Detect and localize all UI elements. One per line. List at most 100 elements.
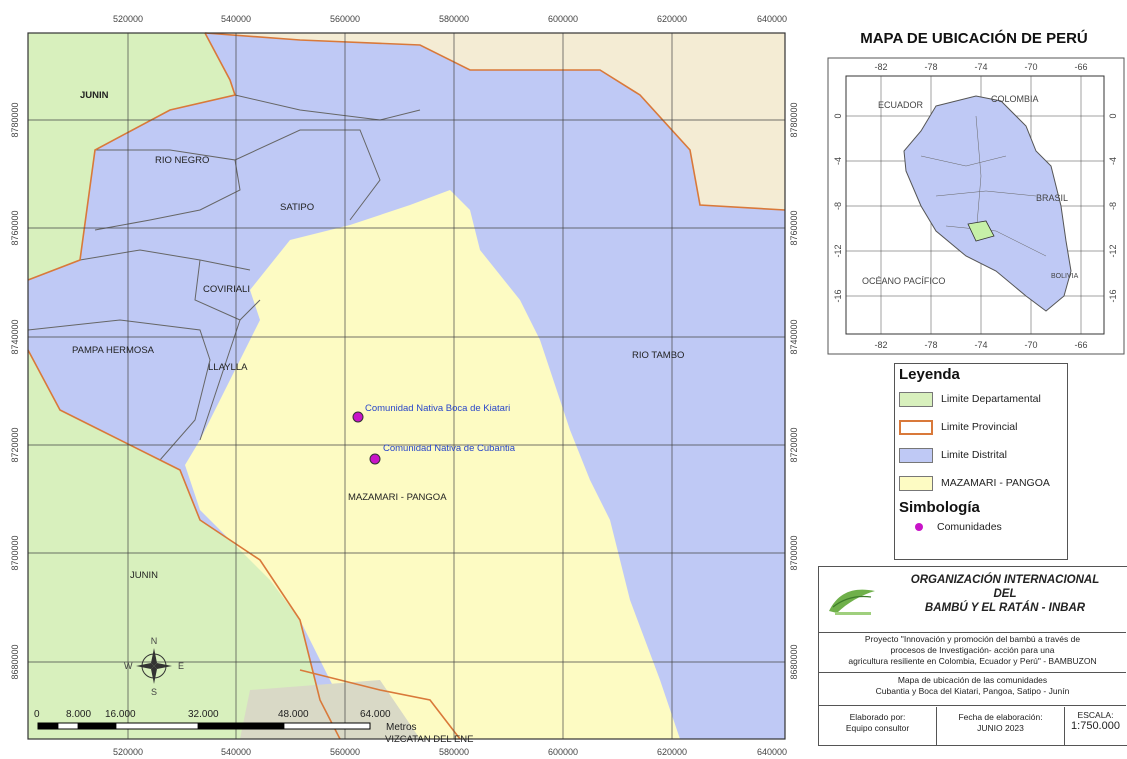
y-tick-labels-right: 8780000 8760000 8740000 8720000 8700000 … [789, 102, 799, 679]
place-label-satipo: SATIPO [280, 202, 314, 213]
x-tick-label: 640000 [757, 747, 787, 757]
place-label-coviriali: COVIRIALI [203, 284, 250, 295]
organization-box: ORGANIZACIÓN INTERNACIONAL DEL BAMBÚ Y E… [818, 566, 1127, 746]
org-name-line: DEL [993, 588, 1017, 600]
y-tick-label: 8740000 [10, 319, 20, 354]
prepared-by-cell: Elaborado por: Equipo consultor [819, 707, 937, 745]
project-line: procesos de Investigación- acción para u… [890, 645, 1055, 655]
date-cell: Fecha de elaboración: JUNIO 2023 [937, 707, 1065, 745]
svg-text:-82: -82 [874, 62, 887, 72]
map-border [27, 32, 786, 740]
date-label: Fecha de elaboración: [958, 712, 1043, 722]
x-tick-label: 540000 [221, 14, 251, 24]
project-line: agricultura resiliente en Colombia, Ecua… [848, 656, 1097, 666]
svg-text:E: E [178, 661, 184, 671]
svg-text:N: N [151, 636, 158, 646]
label-bolivia: BOLIVIA [1051, 273, 1079, 280]
svg-text:-74: -74 [974, 62, 987, 72]
legend-item-label: Limite Departamental [941, 393, 1041, 405]
svg-text:8.000: 8.000 [66, 709, 91, 720]
legend-item-label: Limite Provincial [941, 421, 1018, 433]
svg-text:32.000: 32.000 [188, 709, 219, 720]
svg-text:-66: -66 [1074, 340, 1087, 350]
community-point[interactable] [352, 411, 364, 423]
svg-text:-16: -16 [833, 289, 843, 302]
scale-cell: ESCALA: 1:750.000 [1065, 707, 1126, 745]
label-ecuador: ECUADOR [878, 100, 924, 110]
org-name: ORGANIZACIÓN INTERNACIONAL DEL BAMBÚ Y E… [887, 573, 1123, 615]
legend-box: Leyenda Limite Departamental Limite Prov… [894, 363, 1068, 560]
legend-item: Limite Distrital [899, 441, 1067, 469]
community-point[interactable] [369, 453, 381, 465]
x-tick-label: 640000 [757, 14, 787, 24]
project-description: Proyecto "Innovación y promoción del bam… [819, 634, 1126, 673]
subtitle-line: Cubantia y Boca del Kiatari, Pangoa, Sat… [875, 686, 1070, 696]
svg-text:16.000: 16.000 [105, 709, 136, 720]
svg-text:-78: -78 [924, 340, 937, 350]
svg-text:-12: -12 [833, 244, 843, 257]
north-arrow: N S E W [124, 636, 184, 697]
community-dot-icon [915, 523, 923, 531]
scale-value: 1:750.000 [1071, 720, 1120, 732]
x-tick-labels-top: 520000 540000 560000 580000 600000 62000… [113, 14, 787, 24]
legend-item-label: MAZAMARI - PANGOA [941, 477, 1050, 489]
x-tick-labels-bottom: 520000 540000 560000 580000 600000 62000… [113, 747, 787, 757]
svg-text:-4: -4 [1108, 157, 1118, 165]
label-oceano: OCÉANO PACÍFICO [862, 276, 945, 286]
prepared-label: Elaborado por: [849, 712, 906, 722]
x-tick-label: 520000 [113, 747, 143, 757]
x-tick-label: 600000 [548, 747, 578, 757]
subtitle-line: Mapa de ubicación de las comunidades [897, 675, 1048, 685]
y-tick-label: 8780000 [789, 102, 799, 137]
x-tick-label: 520000 [113, 14, 143, 24]
label-colombia: COLOMBIA [991, 94, 1039, 104]
place-label-vizcatan: VIZCATAN DEL ENE [385, 734, 474, 745]
legend-title: Leyenda [899, 366, 960, 383]
peru-shape [903, 95, 1072, 312]
svg-text:-12: -12 [1108, 244, 1118, 257]
symbology-item: Comunidades [899, 518, 1067, 536]
scale-label: ESCALA: [1077, 710, 1114, 720]
svg-text:0: 0 [34, 709, 40, 720]
org-name-line: ORGANIZACIÓN INTERNACIONAL [910, 574, 1100, 586]
svg-text:-74: -74 [974, 340, 987, 350]
scale-bar: 0 8.000 16.000 32.000 48.000 64.000 Metr… [34, 709, 417, 733]
junin-bottom-region [28, 350, 340, 739]
org-name-line: BAMBÚ Y EL RATÁN - INBAR [924, 602, 1086, 614]
svg-text:0: 0 [833, 113, 843, 118]
x-tick-label: 600000 [548, 14, 578, 24]
legend-item-label: Limite Distrital [941, 449, 1007, 461]
legend-item: Limite Departamental [899, 385, 1067, 413]
y-tick-label: 8720000 [10, 427, 20, 462]
x-tick-label: 620000 [657, 14, 687, 24]
org-header: ORGANIZACIÓN INTERNACIONAL DEL BAMBÚ Y E… [819, 567, 1126, 633]
x-tick-label: 580000 [439, 747, 469, 757]
svg-text:-70: -70 [1024, 62, 1037, 72]
place-label-mazamari: MAZAMARI - PANGOA [348, 492, 447, 503]
svg-text:-8: -8 [833, 202, 843, 210]
junin-highlight [967, 220, 995, 242]
y-tick-label: 8680000 [789, 644, 799, 679]
y-tick-label: 8760000 [789, 210, 799, 245]
y-tick-label: 8700000 [789, 535, 799, 570]
symbology-label: Comunidades [937, 521, 1002, 533]
svg-text:-82: -82 [874, 340, 887, 350]
outside-region [205, 33, 785, 210]
place-label-rio-negro: RIO NEGRO [155, 155, 209, 166]
x-tick-label: 620000 [657, 747, 687, 757]
y-tick-label: 8720000 [789, 427, 799, 462]
junin-top-region [28, 33, 235, 280]
svg-text:-78: -78 [924, 62, 937, 72]
peru-inset-map: -82 -78 -74 -70 -66 -82 -78 -74 -70 -66 … [827, 57, 1125, 355]
x-tick-label: 560000 [330, 14, 360, 24]
svg-text:48.000: 48.000 [278, 709, 309, 720]
inset-title: MAPA DE UBICACIÓN DE PERÚ [860, 30, 1088, 47]
place-label-llaylla: LLAYLLA [208, 362, 248, 373]
x-tick-label: 560000 [330, 747, 360, 757]
main-map: 520000 540000 560000 580000 600000 62000… [10, 14, 799, 757]
label-brasil: BRASIL [1036, 193, 1068, 203]
province-borders [27, 32, 786, 740]
legend-swatch [899, 391, 933, 407]
y-tick-label: 8780000 [10, 102, 20, 137]
legend-swatch [899, 419, 933, 435]
